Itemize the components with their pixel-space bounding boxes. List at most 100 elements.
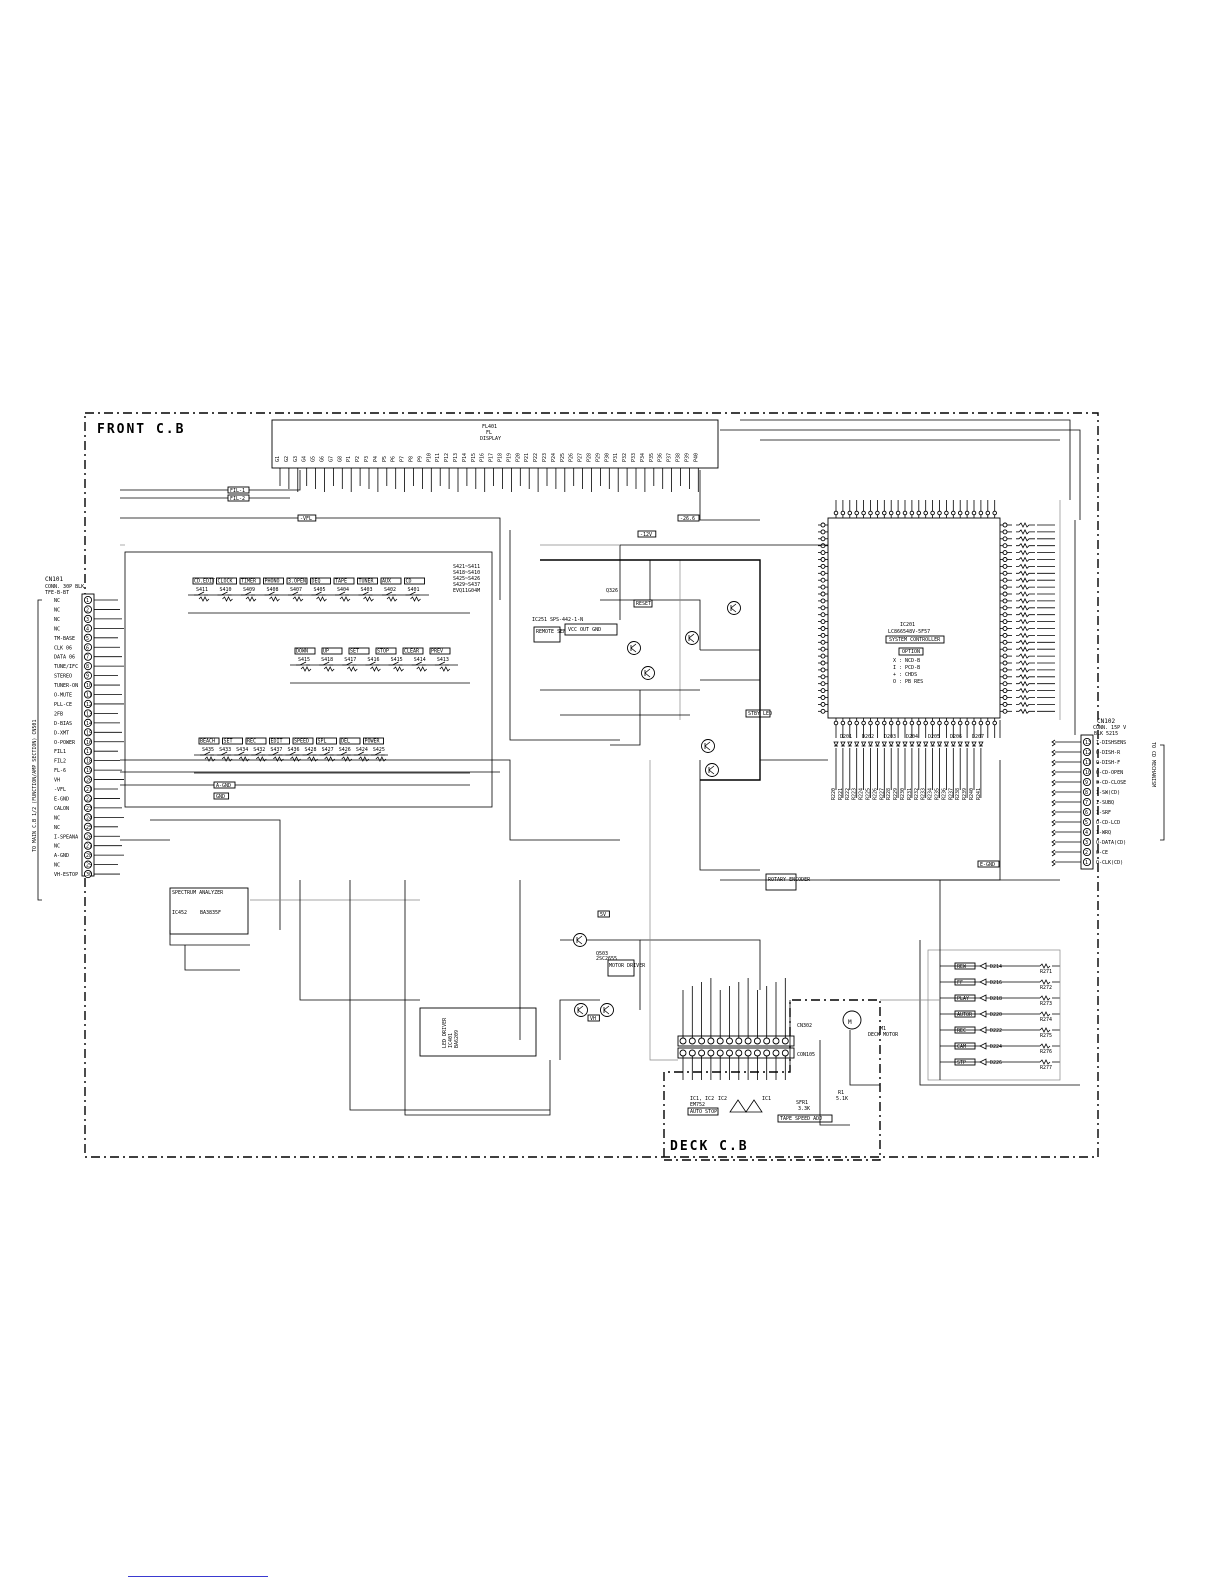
net-label-box: [213, 781, 236, 789]
controller-resistor-ref: R234: [928, 788, 934, 800]
cn101-pin-number: 29: [86, 863, 92, 869]
wire-trace: [830, 760, 1001, 881]
fl-pin-label: P26: [569, 453, 575, 462]
controller-diode: [916, 741, 922, 747]
fl-pin-label: P37: [667, 453, 673, 462]
deck-motor-name: DECK MOTOR: [868, 1032, 899, 1038]
cn101-pin: [83, 681, 93, 690]
cn101-pin: [83, 860, 93, 869]
switch-ref: S401: [408, 587, 420, 593]
switch-key-label: TUNER: [359, 579, 375, 585]
cn102-resistor: [1051, 739, 1056, 747]
switch-resistor: [198, 596, 210, 602]
cn302-pin: [763, 1037, 771, 1045]
switch-ref: S410: [220, 587, 232, 593]
ic201-left-pin-dot: [820, 653, 826, 659]
deck-function-label: REC: [957, 1028, 966, 1034]
controller-diode-ref: D204: [906, 734, 918, 740]
cn101-pin-number: 11: [86, 693, 92, 699]
switch-key-label: CLOCK: [218, 579, 233, 585]
deck-r1-val: 5.1K: [836, 1096, 848, 1102]
deck-resistor-ref: R274: [1040, 1017, 1052, 1023]
cn102-pin-label: O-DISH-F: [1096, 760, 1120, 766]
switch-ref: S436: [287, 747, 299, 753]
transistor-symbol: [701, 739, 715, 753]
cn102-pin-number: 6: [1085, 810, 1088, 816]
cn101-pin: [83, 794, 93, 803]
transistor-symbol: [574, 1003, 588, 1017]
switch-key-box: [269, 737, 290, 745]
switch-resistor: [307, 756, 318, 762]
cn101-pin-label: I-SPEANA: [54, 834, 78, 840]
cn102-pin: [1082, 807, 1092, 817]
ic201-left-pin-dot: [820, 557, 826, 562]
controller-resistor-ref: R227: [879, 788, 885, 800]
deck-pins: [679, 978, 789, 1080]
fl-pin-label: P2: [355, 456, 361, 462]
cn102-pin-label: I-SRF: [1096, 810, 1111, 816]
switch-key-box: [222, 737, 243, 745]
cn101-pin-number: 22: [86, 796, 92, 802]
fl-pin-label: P9: [417, 456, 423, 462]
cn102-pin-number: 8: [1085, 790, 1088, 796]
wire-trace: [600, 599, 701, 650]
ic201-left-pin-dot: [820, 639, 826, 645]
ic201-right-pin-dot: [1002, 591, 1008, 597]
cn102-pin-number: 2: [1085, 850, 1088, 856]
wire-trace: [349, 880, 550, 1111]
cn101-pin-label: FIL2: [54, 759, 66, 765]
fl-pin-label: P35: [649, 453, 655, 462]
controller-resistor-ref: R221: [838, 788, 844, 800]
cn102-resistor: [1051, 789, 1056, 797]
wire-trace: [184, 945, 240, 971]
cn102-pin: [1082, 857, 1092, 867]
fl-pin-label: P17: [489, 453, 495, 462]
switch-key-label: UP: [323, 649, 329, 655]
fl-pin-label: G7: [328, 456, 334, 462]
cn101-pin-label: STEREO: [54, 674, 72, 680]
switch-legend-3: S425~S426: [453, 576, 480, 582]
switch-resistor: [273, 756, 284, 762]
cn101-pin-number: 13: [86, 711, 92, 717]
fl-pin-label: P5: [382, 456, 388, 462]
ic201-top-pin-dot: [971, 510, 977, 516]
ic201-pin-resistor: [1016, 611, 1035, 618]
net-label-box: [227, 494, 250, 502]
switch-resistor: [245, 596, 257, 602]
con105-pin: [716, 1049, 724, 1057]
transistor-lines: [630, 643, 637, 653]
fl-pin-label: G3: [293, 456, 299, 462]
cn101-pin-label: TUNE/IFC: [54, 664, 78, 670]
switch-resistor: [439, 666, 451, 672]
connector-cn101: CN101 CONN. 30P BLK TFE-B-BT 1NC2NC3NC4N…: [32, 576, 124, 901]
ic452-ref: IC452: [172, 910, 187, 916]
controller-resistor-ref: R228: [886, 788, 892, 800]
deck-diode-symbol: [979, 994, 987, 1002]
deck-diode-symbol: [979, 1042, 987, 1050]
wire-trace: [849, 1030, 880, 1086]
cn102-pin-label: O-CLK(CD): [1096, 860, 1123, 866]
footer-rule: [128, 1576, 268, 1577]
ic201-top-pin-dot: [882, 510, 887, 516]
net-label-box: [587, 1014, 600, 1022]
controller-diode-ref: D207: [972, 734, 984, 740]
cn101-pin: [83, 699, 93, 709]
fl-display-ref: FL401: [482, 424, 497, 430]
cn101-pin-number: 9: [86, 674, 89, 680]
fl-pin-label: P19: [506, 453, 512, 462]
cn101-pin: [83, 728, 93, 737]
switch-key-label: PHONO: [265, 579, 280, 585]
ic201-left-pin-dot: [820, 674, 826, 680]
ic201-top-pin-dot: [944, 510, 949, 516]
cn101-pin: [83, 737, 93, 746]
deck-diode-frame: [927, 949, 1061, 1081]
speed-val: 3.3K: [798, 1106, 810, 1112]
cn102-pin-label: I-SW(CD): [1096, 790, 1120, 796]
switch-key-box: [316, 737, 337, 745]
cn101-pin: [83, 671, 93, 680]
con105-pin: [735, 1049, 743, 1057]
switch-ref: S425: [373, 747, 385, 753]
cn101-pin: [83, 832, 93, 841]
